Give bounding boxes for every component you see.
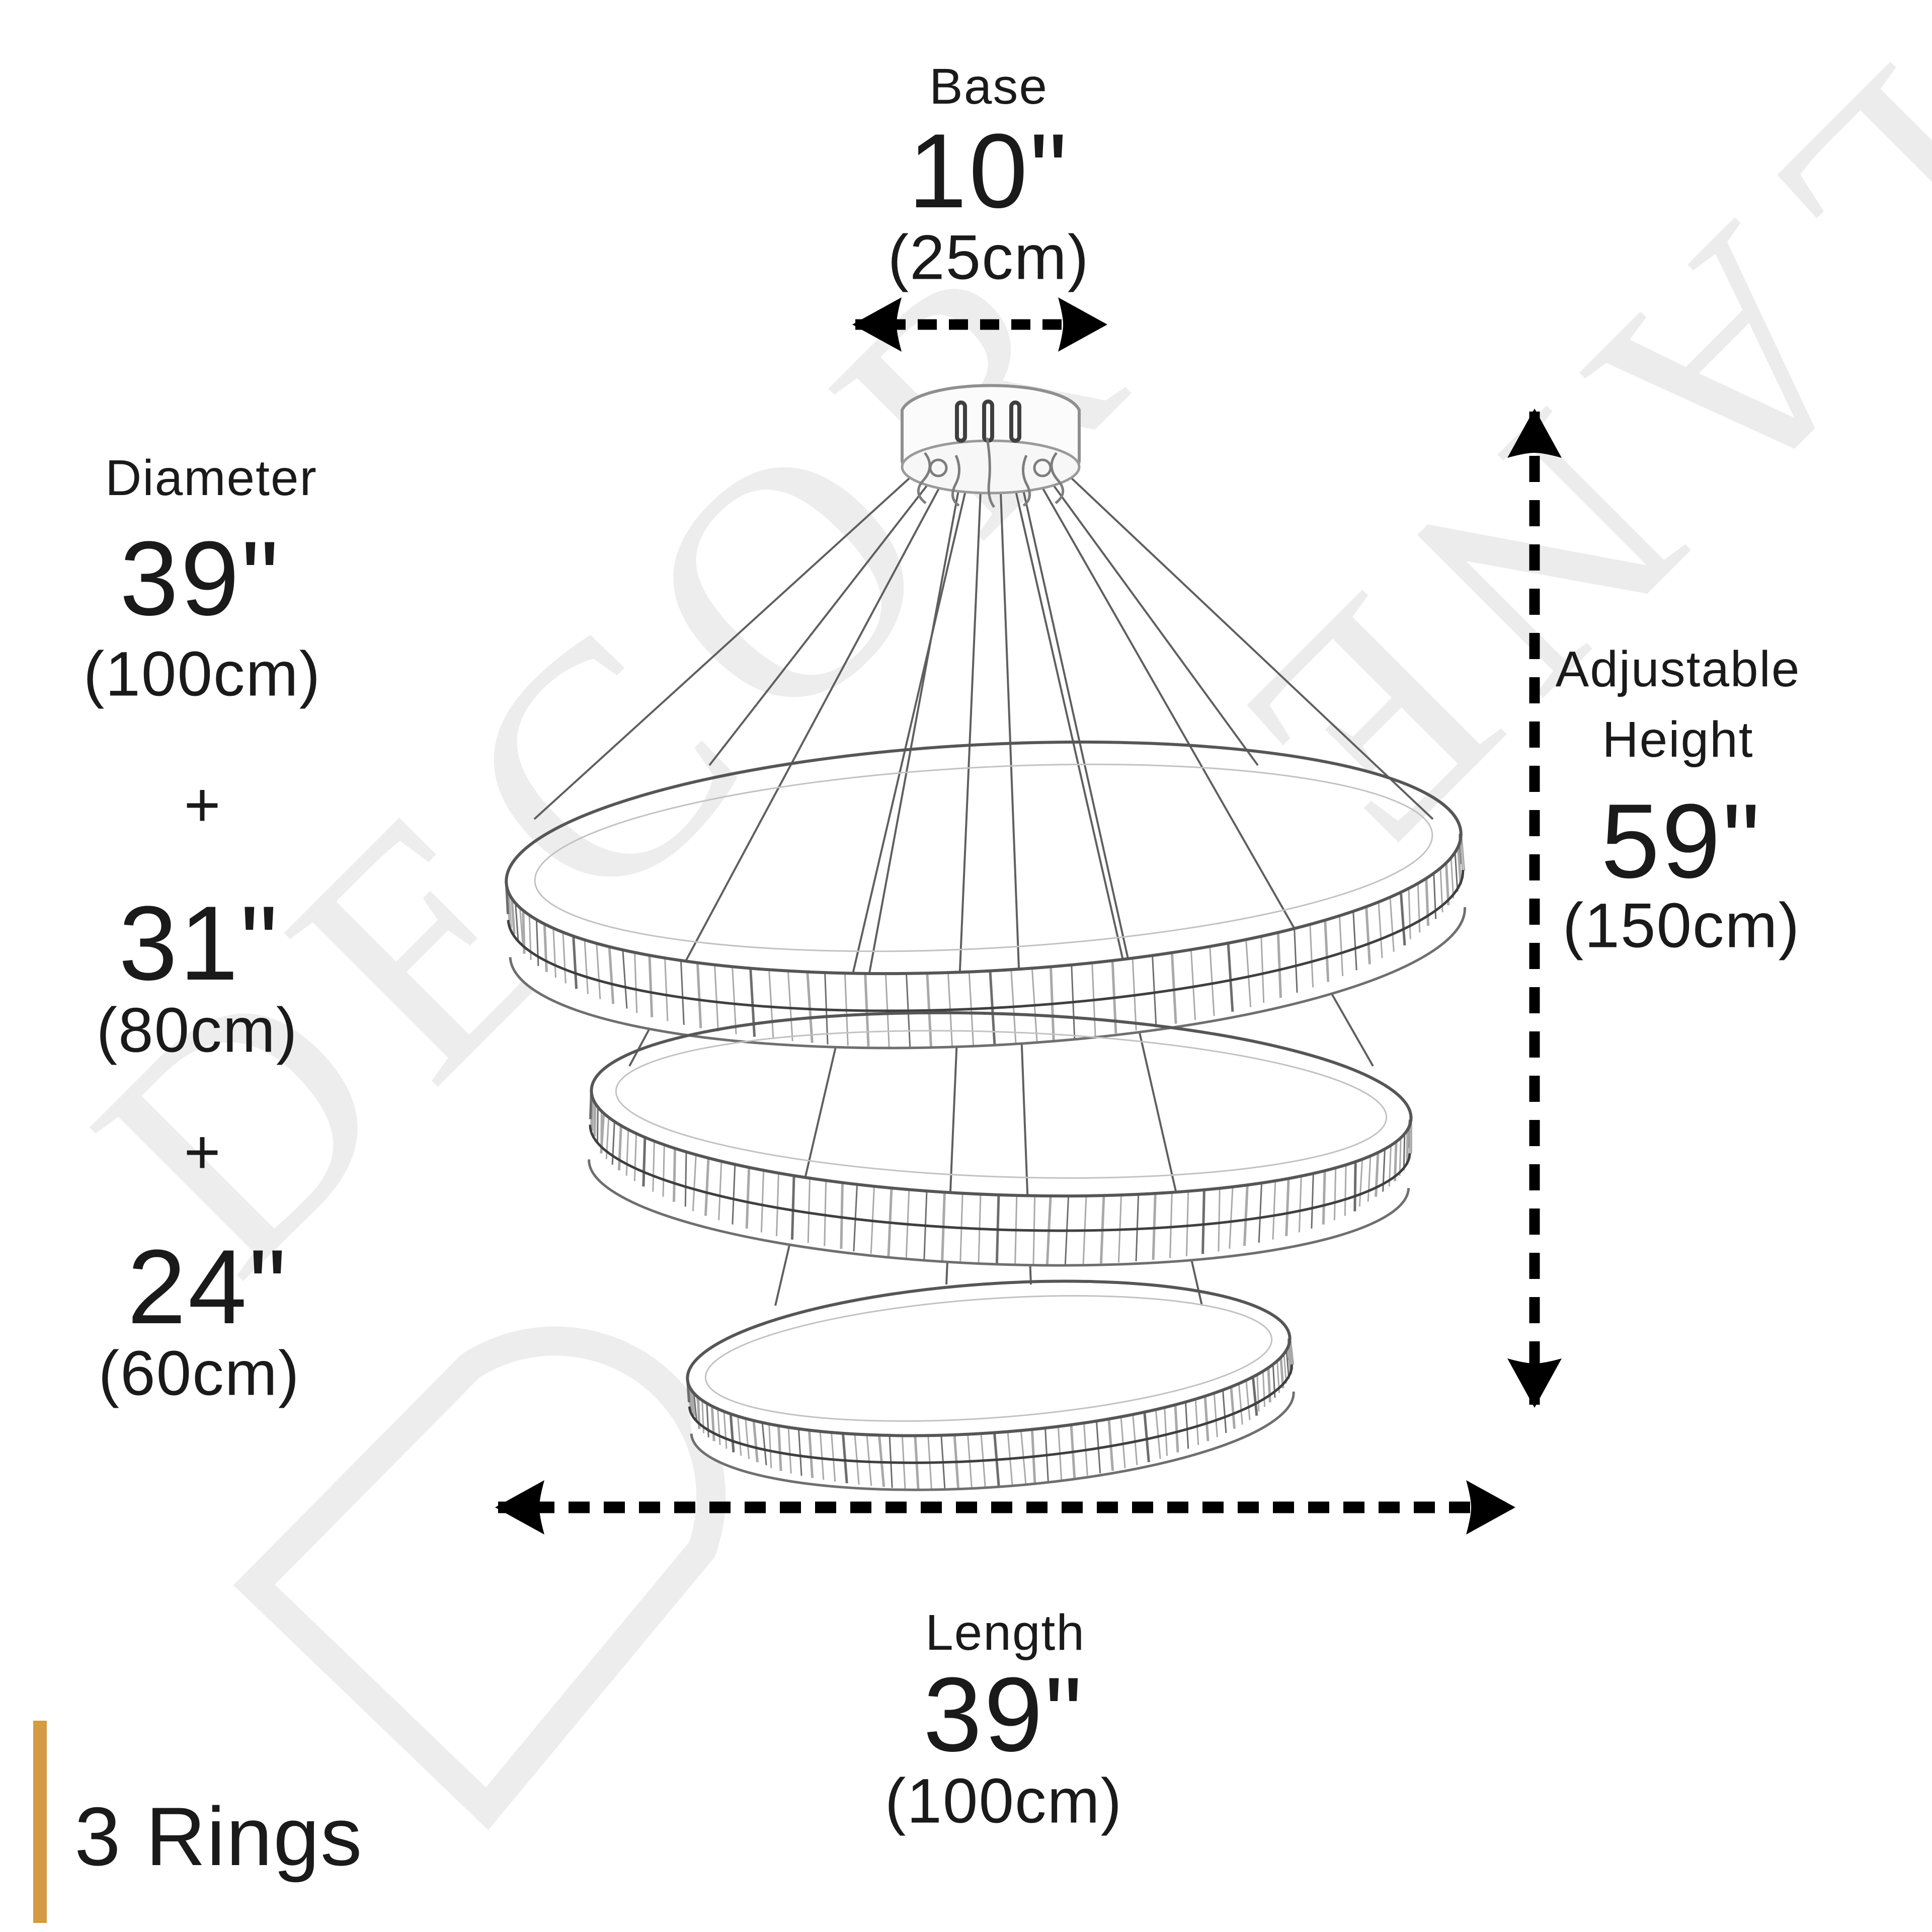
measurement-arrows	[495, 297, 1562, 1535]
adjustable-height-value: 59"	[1600, 782, 1762, 900]
plus-separator-2: +	[184, 1117, 221, 1187]
diameter-ring3-metric: (60cm)	[98, 1338, 300, 1409]
adjustable-height-label-line1: Adjustable	[1555, 641, 1801, 697]
diameter-label: Diameter	[105, 450, 317, 506]
plus-separator-1: +	[184, 770, 221, 840]
base-label: Base	[929, 58, 1048, 115]
length-metric: (100cm)	[884, 1766, 1123, 1836]
length-value: 39"	[923, 1655, 1085, 1774]
canopy	[901, 384, 1081, 508]
watermark-lane-text: LANE	[1161, 8, 1932, 939]
diameter-ring2-value: 31"	[118, 884, 280, 1002]
adjustable-height-label-line2: Height	[1602, 711, 1754, 768]
canopy-hardware	[917, 437, 1065, 508]
diameter-ring2-metric: (80cm)	[96, 995, 298, 1066]
adjustable-height-metric: (150cm)	[1562, 891, 1801, 961]
diameter-ring1-metric: (100cm)	[83, 639, 321, 709]
base-metric: (25cm)	[888, 222, 1090, 293]
crystal-rings	[505, 740, 1466, 1491]
watermark-diamond-logo	[233, 1326, 726, 1830]
accent-bar	[33, 1721, 47, 1923]
diameter-ring1-value: 39"	[119, 519, 281, 637]
base-value: 10"	[908, 112, 1070, 230]
length-label: Length	[925, 1604, 1085, 1661]
ring-count-label: 3 Rings	[74, 1790, 363, 1883]
diameter-ring3-value: 24"	[127, 1228, 289, 1346]
